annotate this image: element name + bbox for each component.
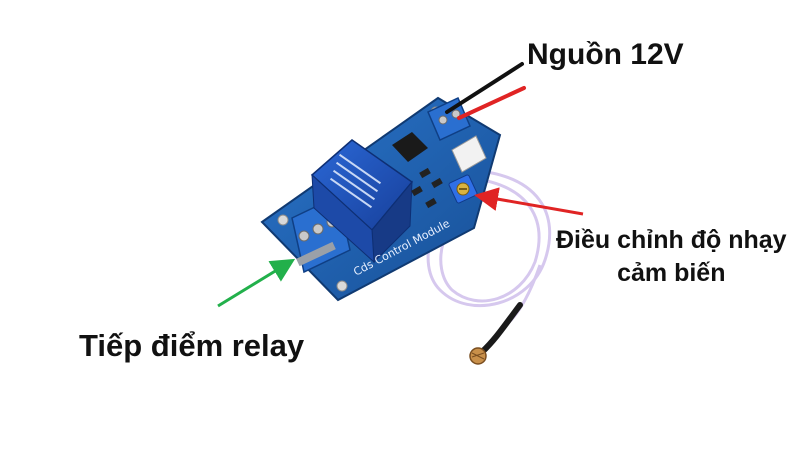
trimmer-pot-icon: [448, 174, 478, 204]
relay-arrow: [217, 258, 296, 308]
sensitivity-label-line2: cảm biến: [617, 259, 726, 287]
sensitivity-label: Điều chỉnh độ nhạy cảm biến: [556, 224, 787, 290]
relay-contact-label: Tiếp điểm relay: [79, 328, 305, 363]
sensor-connector: [451, 135, 487, 173]
ic-chip: [392, 132, 428, 162]
power-label: Nguồn 12V: [527, 38, 684, 71]
relay-body: [310, 139, 414, 264]
power-wires: [445, 62, 526, 120]
photoresistor-icon: [469, 302, 523, 365]
adjust-arrow: [474, 187, 584, 216]
sensitivity-label-line1: Điều chỉnh độ nhạy: [556, 226, 787, 254]
smd-components: [411, 167, 443, 209]
power-terminal: [427, 96, 471, 142]
